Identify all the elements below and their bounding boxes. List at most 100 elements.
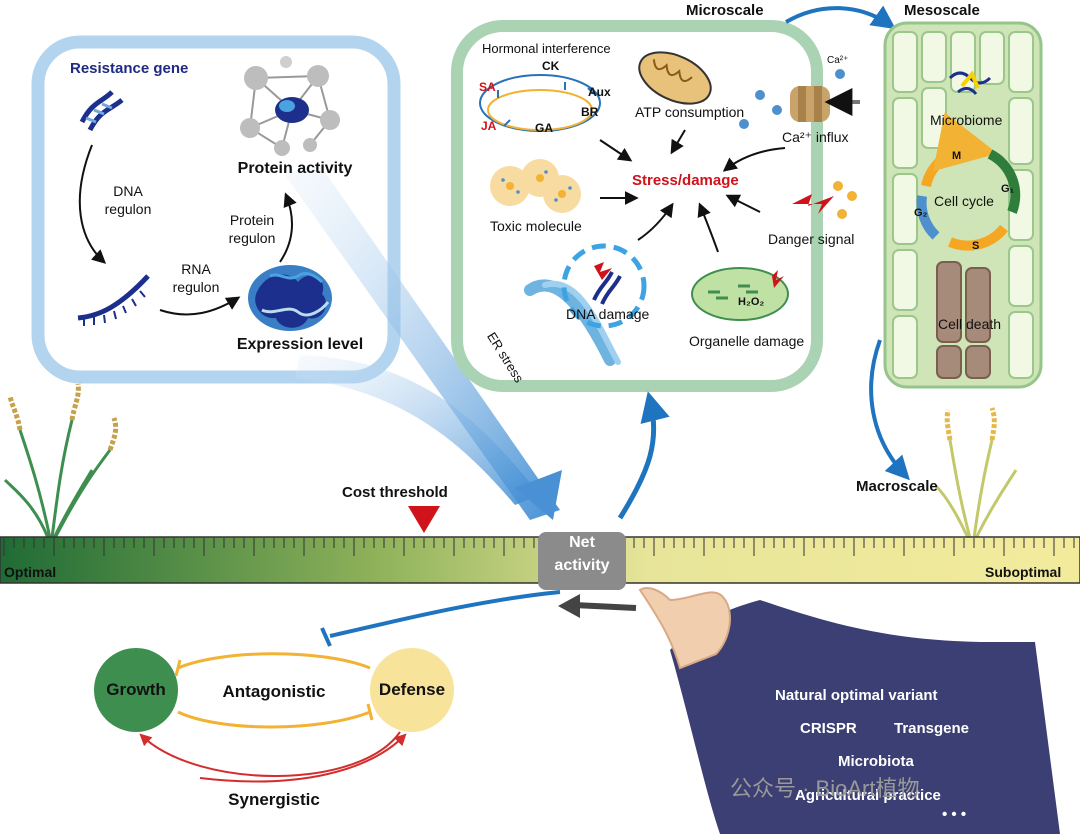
protein-network-icon <box>240 56 340 156</box>
intervention-natural-variant: Natural optimal variant <box>775 687 938 704</box>
danger-dot <box>837 209 847 219</box>
calcium-channel-icon <box>790 86 860 122</box>
dna-damage-helix-icon <box>592 271 622 305</box>
resistance-gene-title: Resistance gene <box>70 60 189 77</box>
calcium-ion-label: Ca²⁺ <box>827 55 849 66</box>
chloroplast-icon <box>691 267 789 321</box>
microbiome-label: Microbiome <box>930 112 1003 128</box>
mitochondrion-icon <box>638 51 712 105</box>
synergistic-label: Synergistic <box>228 790 320 809</box>
macroscale-label: Macroscale <box>856 478 938 495</box>
defense-label: Defense <box>378 680 446 699</box>
antagonistic-arc-bottom <box>177 710 371 729</box>
phase-g2: G₂ <box>914 207 928 219</box>
rna-regulon-label-2: regulon <box>172 279 220 295</box>
organelle-damage-label: Organelle damage <box>689 333 805 349</box>
danger-dot <box>833 181 843 191</box>
danger-arrow <box>725 194 761 213</box>
toxic-molecule-label: Toxic molecule <box>490 218 582 234</box>
inhibit-bar <box>320 627 332 647</box>
suboptimal-label: Suboptimal <box>985 564 1062 580</box>
expression-level-label: Expression level <box>236 336 364 353</box>
activity-to-micro-arrow <box>617 391 670 520</box>
hormone-ga: GA <box>535 121 553 135</box>
hormonal-interference-label: Hormonal interference <box>482 41 611 56</box>
meso-to-macro-arrow <box>869 339 910 481</box>
hormone-arrow <box>599 139 633 162</box>
cell-death-label: Cell death <box>938 316 1002 332</box>
microscale-panel-frame <box>451 20 823 392</box>
dna-regulon-label-2: regulon <box>104 201 152 217</box>
micro-to-meso-arrow <box>784 5 896 30</box>
growth-circle <box>94 648 178 732</box>
protein-activity-label: Protein activity <box>237 160 353 177</box>
protein-regulon-label-2: regulon <box>228 230 276 246</box>
cell-cycle-ring <box>916 112 1021 251</box>
calcium-ion-dot <box>739 119 749 129</box>
antagonistic-arc-top <box>177 652 371 670</box>
cost-threshold-label: Cost threshold <box>342 484 448 501</box>
er-stress-icon <box>524 279 621 366</box>
danger-signal-icon <box>792 194 834 214</box>
protein-regulon-label-1: Protein <box>229 212 275 228</box>
danger-dot <box>847 191 857 201</box>
hand-to-activity-arrow <box>573 602 637 611</box>
optimal-label: Optimal <box>4 564 57 580</box>
hormone-sa: SA <box>479 80 496 94</box>
toxic-molecule-icon <box>490 159 581 213</box>
intervention-transgene: Transgene <box>894 720 970 737</box>
phase-m: M <box>952 150 962 162</box>
mesoscale-tissue <box>883 21 1043 389</box>
hormone-br: BR <box>581 105 599 119</box>
atp-consumption-label: ATP consumption <box>635 104 745 120</box>
mesoscale-label: Mesoscale <box>904 2 980 19</box>
antagonistic-bar-bottom <box>366 703 374 721</box>
rna-strand-icon <box>77 274 150 326</box>
expression-beam <box>295 355 540 505</box>
dna-regulon-label-1: DNA <box>113 183 143 199</box>
dna-damage-bolt-icon <box>594 262 612 280</box>
dna-damage-arrow <box>637 202 674 241</box>
ellipsis-label: • • • <box>942 806 967 823</box>
hormone-aux: Aux <box>588 85 611 99</box>
activity-to-defense-inhibit <box>329 590 561 638</box>
growth-label: Growth <box>106 680 166 699</box>
rna-to-expression-arrow <box>159 296 241 316</box>
dna-helix-icon <box>79 90 124 132</box>
calcium-ion-dot <box>755 90 765 100</box>
microbiome-icon-2 <box>960 70 980 89</box>
net-activity-box <box>538 532 626 590</box>
hand-arrowhead <box>558 594 580 618</box>
activity-beam <box>285 165 560 520</box>
antagonistic-bar-top <box>174 659 182 677</box>
dna-to-rna-arrow <box>78 144 107 264</box>
calcium-ion-dot <box>835 69 845 79</box>
calcium-ion-dot <box>772 105 782 115</box>
phase-g1: G₁ <box>1001 183 1015 195</box>
expression-to-activity-arrow <box>279 192 297 263</box>
cost-threshold-marker <box>408 506 440 533</box>
intervention-microbiota: Microbiota <box>838 753 914 770</box>
net-activity-label-2: activity <box>554 557 610 574</box>
nucleus-icon <box>561 243 647 329</box>
phase-s: S <box>972 240 980 252</box>
hormone-network-diagram <box>479 74 601 132</box>
calcium-influx-label: Ca²⁺ influx <box>782 129 849 145</box>
rna-regulon-label-1: RNA <box>181 261 211 277</box>
organelle-arrow <box>697 202 719 253</box>
net-activity-label-1: Net <box>569 534 595 551</box>
calcium-arrow <box>722 147 786 172</box>
atp-arrow <box>670 129 686 155</box>
synergistic-arc <box>139 731 401 777</box>
microscale-label: Microscale <box>686 2 764 19</box>
danger-signal-label: Danger signal <box>768 231 855 247</box>
cell-cycle-label: Cell cycle <box>934 193 994 209</box>
defense-circle <box>370 648 454 732</box>
hand-icon <box>638 587 731 670</box>
h2o2-label: H₂O₂ <box>738 296 765 308</box>
healthy-plant-icon <box>3 383 119 539</box>
synergistic-arc-2 <box>199 733 407 783</box>
hormone-ck: CK <box>542 59 560 73</box>
beam-arrowhead <box>515 470 562 520</box>
